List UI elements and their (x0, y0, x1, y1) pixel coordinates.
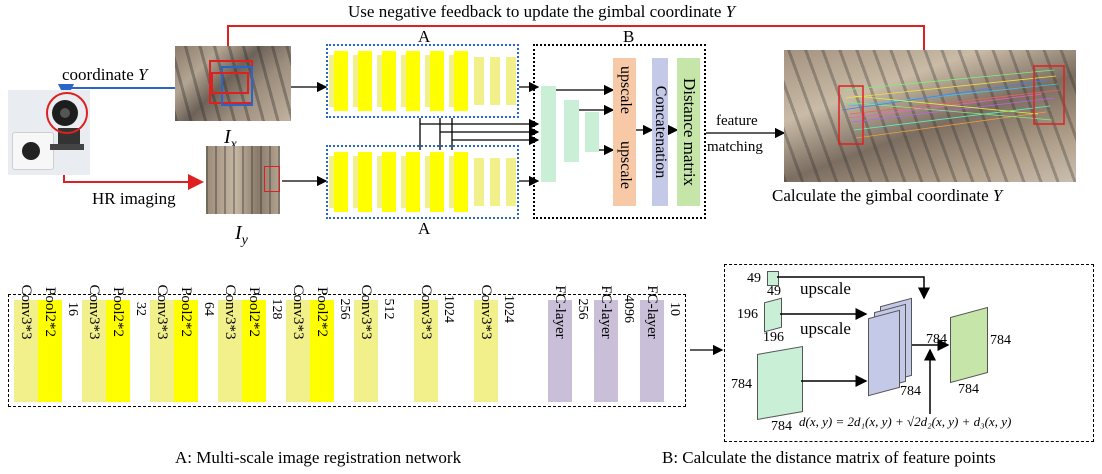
fc-block-2 (594, 300, 618, 402)
image-iy (206, 146, 280, 214)
b-feature-bar-3 (585, 112, 599, 152)
a-top-layer-3 (382, 51, 396, 111)
label-ix: Ix (224, 127, 237, 152)
a-top-layer-6 (454, 51, 468, 111)
a-top-layer-5 (430, 51, 444, 111)
a-top-layer-4 (406, 51, 420, 111)
a-top-layer-9 (506, 57, 516, 105)
a-bottom-layer-4 (406, 152, 420, 212)
calc-label-var: Y (992, 186, 1003, 205)
image-ix (175, 46, 291, 121)
upscale-mid-label: upscale (800, 319, 851, 338)
feature-label: feature (716, 113, 758, 129)
label-ix-main: I (224, 126, 231, 148)
conv-block-6 (354, 300, 378, 402)
a-bottom-layer-1 (334, 152, 348, 212)
fc-block-3 (640, 300, 664, 402)
matching-label: matching (707, 139, 763, 155)
a-bottom-layer-2 (358, 152, 372, 212)
calc-label-text: Calculate the gimbal coordinate (772, 186, 993, 205)
n49a: 49 (747, 271, 761, 286)
pool-block-4 (242, 300, 266, 402)
block-a-bottom-label: A (418, 219, 431, 238)
feedback-label: Use negative feedback to update the gimb… (348, 3, 735, 20)
a-top-layer-8 (490, 57, 500, 105)
coordinate-label-text: coordinate (62, 65, 138, 84)
conv-block-7 (414, 300, 438, 402)
conv-block-8 (474, 300, 498, 402)
network-panel (8, 294, 686, 407)
n196a: 196 (737, 307, 758, 322)
a-bottom-layer-9 (506, 158, 516, 206)
distance-formula: d(x, y) = 2d₁(x, y) + √2d₂(x, y) + d₃(x,… (799, 414, 1012, 429)
a-top-layer-2 (358, 51, 372, 111)
distance-matrix-column (677, 58, 700, 206)
pool-block-5 (310, 300, 334, 402)
b-detail-panel (724, 264, 1094, 442)
conv-block-2 (82, 300, 106, 402)
block-a-top (326, 44, 519, 118)
pool-block-2 (106, 300, 130, 402)
conv-block-5 (286, 300, 310, 402)
a-bottom-layer-3 (382, 152, 396, 212)
upscale-column (613, 58, 636, 206)
pool-block-1 (38, 300, 62, 402)
n784f: 784 (958, 382, 979, 397)
label-iy: Iy (235, 223, 248, 248)
a-top-layer-1 (334, 51, 348, 111)
b-feature-bar-1 (541, 86, 556, 182)
n784a: 784 (731, 377, 752, 392)
pool-block-3 (174, 300, 198, 402)
hr-imaging-label: HR imaging (92, 189, 176, 208)
n784d: 784 (900, 384, 921, 399)
conv-block-3 (150, 300, 174, 402)
feedback-label-var: Y (725, 2, 736, 21)
block-b (533, 44, 706, 219)
n784e: 784 (990, 333, 1011, 348)
matched-result-image (784, 50, 1076, 182)
a-bottom-layer-6 (454, 152, 468, 212)
a-bottom-layer-8 (490, 158, 500, 206)
n784b: 784 (771, 419, 792, 434)
coordinate-label: coordinate Y (62, 66, 147, 83)
block-a-top-label: A (418, 27, 431, 46)
upscale-top-label: upscale (800, 279, 851, 298)
conv-block-1 (14, 300, 38, 402)
block-a-bottom (326, 145, 519, 219)
coordinate-label-var: Y (138, 65, 148, 84)
caption-b: B: Calculate the distance matrix of feat… (662, 448, 996, 467)
label-iy-sub: y (241, 233, 248, 248)
label-ix-sub: x (230, 137, 237, 152)
n49b: 49 (767, 284, 781, 299)
concatenation-column (652, 58, 668, 206)
conv-block-4 (218, 300, 242, 402)
fc-block-1 (548, 300, 572, 402)
gimbal-camera-image (8, 90, 90, 175)
a-top-layer-7 (474, 57, 484, 105)
calc-label: Calculate the gimbal coordinate Y (772, 187, 1002, 204)
block-b-label: B (623, 27, 635, 46)
a-bottom-layer-5 (430, 152, 444, 212)
b-map-49 (767, 271, 779, 286)
n196b: 196 (763, 330, 784, 345)
a-bottom-layer-7 (474, 158, 484, 206)
feedback-label-text: Use negative feedback to update the gimb… (348, 2, 726, 21)
feedback-line (227, 25, 925, 62)
caption-a: A: Multi-scale image registration networ… (175, 448, 462, 467)
b-feature-bar-2 (564, 100, 579, 162)
label-iy-main: I (235, 222, 242, 244)
